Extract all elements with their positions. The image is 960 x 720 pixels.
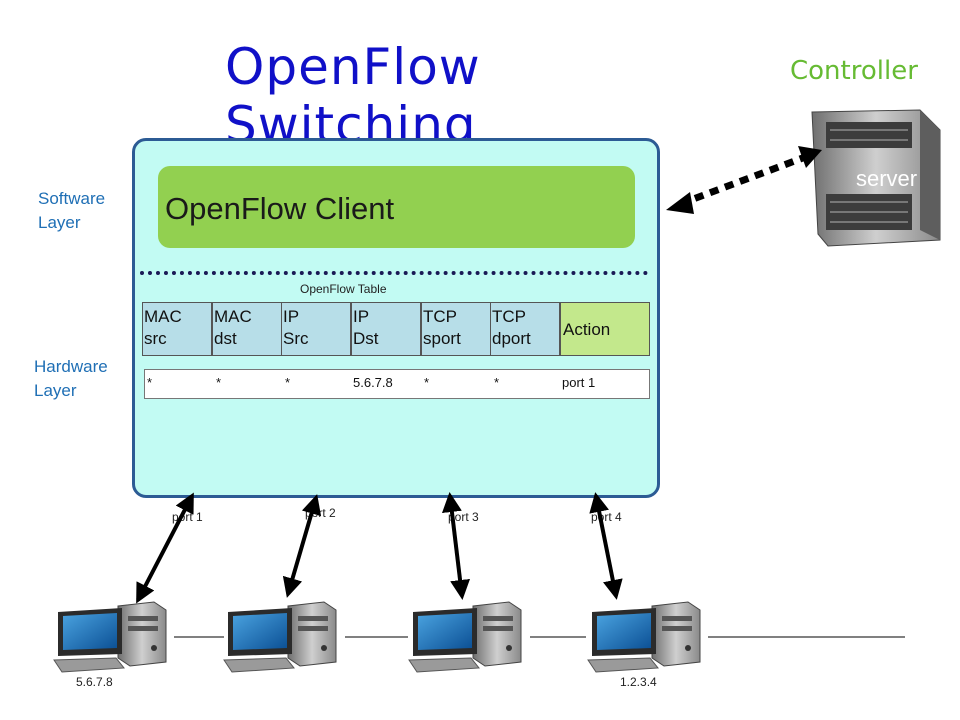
host-computer-icon: [587, 601, 701, 673]
header-tcp-sport-line-1: TCP: [423, 307, 457, 326]
port-1-link: [136, 492, 194, 604]
header-mac-dst-line-1: MAC: [214, 307, 252, 326]
header-mac-src-line-2: src: [144, 329, 167, 348]
port-3-link: [441, 492, 471, 600]
header-action: Action: [560, 302, 650, 356]
rule-mac-src: *: [147, 375, 153, 390]
table-caption: OpenFlow Table: [300, 282, 387, 296]
host-computer-icon: [408, 601, 522, 673]
port-4-link: [589, 492, 623, 600]
host-4-ip: 1.2.3.4: [620, 675, 657, 689]
server-icon: server: [811, 109, 941, 247]
rule-action: port 1: [562, 375, 596, 390]
header-tcp-dport: TCP dport: [490, 302, 560, 356]
header-mac-dst-line-2: dst: [214, 329, 237, 348]
header-ip-dst: IP Dst: [351, 302, 421, 356]
host-computer-icon: [223, 601, 337, 673]
controller-label: Controller: [790, 56, 918, 86]
software-layer-line-1: Software: [38, 189, 106, 208]
rule-ip-dst: 5.6.7.8: [353, 375, 393, 390]
header-ip-dst-line-2: Dst: [353, 329, 379, 348]
software-layer-line-2: Layer: [38, 213, 81, 232]
host-computer-icon: [53, 601, 167, 673]
hardware-layer-label: Hardware Layer: [34, 355, 134, 403]
table-rule-row: [144, 369, 650, 399]
header-tcp-sport-line-2: sport: [423, 329, 461, 348]
header-ip-src-line-2: Src: [283, 329, 309, 348]
port-2-link: [282, 494, 322, 598]
rule-mac-dst: *: [216, 375, 222, 390]
header-ip-src-line-1: IP: [283, 307, 300, 326]
header-ip-dst-line-1: IP: [353, 307, 370, 326]
control-channel-arrow: [666, 146, 822, 214]
hardware-layer-line-2: Layer: [34, 381, 77, 400]
host-1-ip: 5.6.7.8: [76, 675, 113, 689]
rule-tcp-dport: *: [494, 375, 500, 390]
server-label: server: [856, 166, 917, 191]
page-title: OpenFlow Switching: [225, 38, 481, 154]
header-tcp-dport-line-2: dport: [492, 329, 531, 348]
rule-ip-src: *: [285, 375, 291, 390]
header-mac-src: MAC src: [142, 302, 212, 356]
header-mac-src-line-1: MAC: [144, 307, 182, 326]
header-tcp-sport: TCP sport: [421, 302, 491, 356]
openflow-client-box: [158, 166, 635, 248]
software-layer-label: Software Layer: [38, 187, 138, 235]
header-tcp-dport-line-1: TCP: [492, 307, 526, 326]
hardware-layer-line-1: Hardware: [34, 357, 108, 376]
header-mac-dst: MAC dst: [212, 302, 282, 356]
layer-divider: [140, 271, 648, 275]
openflow-client-label: OpenFlow Client: [165, 191, 395, 226]
rule-tcp-sport: *: [424, 375, 430, 390]
header-ip-src: IP Src: [281, 302, 351, 356]
